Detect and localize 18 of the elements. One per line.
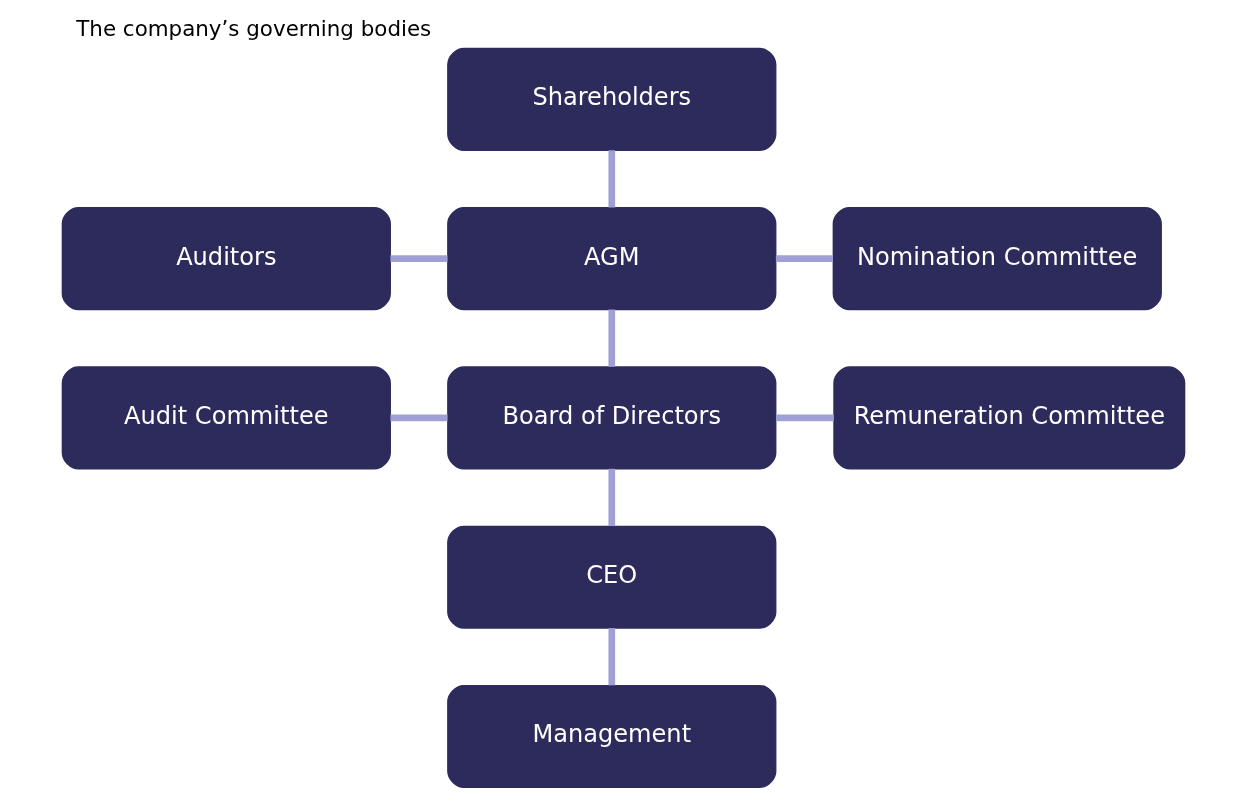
connector [607, 468, 615, 527]
connector [775, 414, 834, 422]
node-box: Shareholders [446, 47, 776, 151]
connector [607, 150, 615, 208]
node-box: Remuneration Committee [832, 366, 1185, 470]
node-box: Audit Committee [61, 366, 391, 470]
connector [607, 628, 615, 686]
connector [775, 255, 833, 262]
node-box: Auditors [61, 207, 391, 311]
connector [607, 309, 615, 367]
connector [389, 255, 447, 262]
node-box: Board of Directors [446, 366, 776, 470]
node-box: Management [446, 684, 776, 788]
diagram-title: The company’s governing bodies [75, 16, 431, 42]
node-box: Nomination Committee [832, 207, 1162, 311]
node-box: AGM [446, 207, 776, 311]
node-box: CEO [446, 525, 776, 629]
connector [389, 414, 447, 422]
